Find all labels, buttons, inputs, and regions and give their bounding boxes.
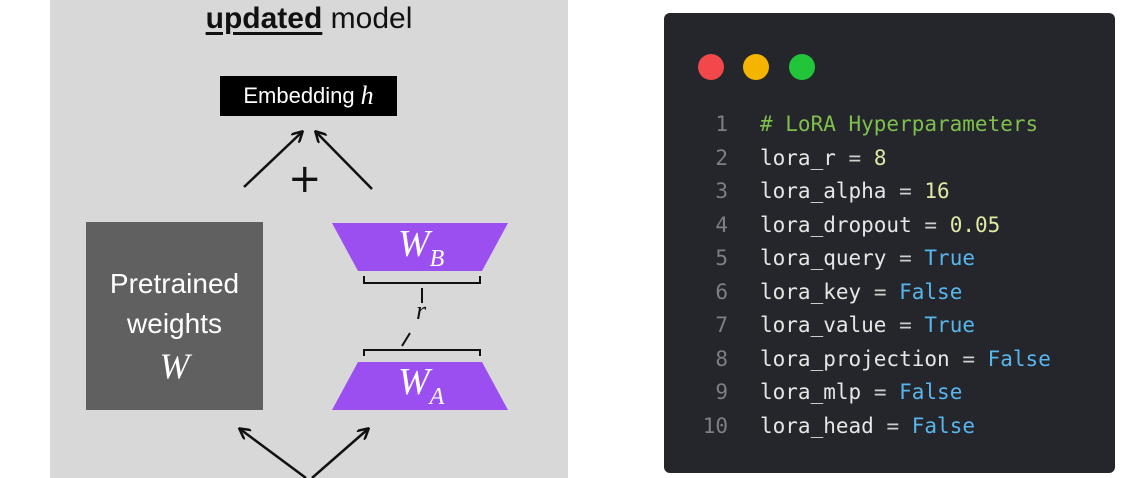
line-number: 4: [715, 212, 728, 237]
code-variable: lora_projection: [760, 346, 950, 371]
code-comment: # LoRA Hyperparameters: [760, 112, 1039, 136]
arrow-pretrained-to-embedding: [243, 132, 302, 188]
embedding-symbol: h: [360, 81, 374, 110]
line-number: 2: [715, 145, 728, 170]
wa-label: WA: [398, 361, 445, 410]
line-number: 8: [715, 346, 728, 371]
pretrained-symbol: W: [159, 346, 190, 386]
code-variable: lora_mlp: [760, 380, 862, 404]
code-line: 9 lora_mlp = False: [702, 376, 1051, 410]
line-number: 9: [715, 380, 728, 404]
code-operator: =: [873, 279, 887, 304]
code-variable: lora_query: [760, 246, 887, 270]
code-variable: lora_value: [760, 313, 887, 337]
wb-label: WB: [398, 223, 445, 272]
code-line: 3 lora_alpha = 16: [702, 175, 1051, 209]
wb-trapezoid: [332, 223, 508, 271]
wa-bracket: [363, 349, 481, 356]
pretrained-weights-box: Pretrained weights W: [86, 222, 263, 410]
code-operator: =: [886, 413, 900, 438]
code-operator: =: [899, 179, 912, 203]
code-line: 5 lora_query = True: [702, 242, 1051, 276]
code-value: False: [899, 380, 963, 404]
code-value: 16: [924, 179, 950, 203]
code-value: False: [987, 346, 1051, 371]
code-value: 8: [873, 145, 887, 170]
code-value: True: [924, 246, 975, 270]
code-block: 1 # LoRA Hyperparameters 2 lora_r = 8 3 lora_…: [702, 108, 1051, 443]
rank-label: r: [416, 296, 427, 325]
rank-connector-bottom: [401, 332, 411, 347]
wa-trapezoid: [332, 362, 508, 410]
code-operator: =: [848, 145, 862, 170]
pretrained-label-line2: weights: [127, 308, 222, 339]
line-number: 10: [702, 413, 728, 438]
code-line: 2 lora_r = 8: [702, 142, 1051, 176]
code-variable: lora_r: [760, 145, 836, 170]
line-number: 3: [715, 179, 728, 203]
code-operator: =: [962, 346, 975, 371]
code-value: False: [911, 413, 975, 438]
minimize-window-dot[interactable]: [743, 54, 769, 80]
code-line: 6 lora_key = False: [702, 276, 1051, 310]
code-variable: lora_dropout: [760, 212, 912, 237]
embedding-label: Embedding: [243, 83, 355, 108]
code-line: 1 # LoRA Hyperparameters: [702, 108, 1051, 142]
code-value: 0.05: [949, 212, 1001, 237]
code-variable: lora_head: [760, 413, 874, 438]
lora-diagram: updated model Embedding h + Pretrained w…: [50, 0, 568, 478]
line-number: 1: [715, 112, 728, 136]
code-operator: =: [924, 212, 938, 237]
embedding-box: Embedding h: [220, 76, 397, 116]
pretrained-label-line1: Pretrained: [109, 268, 240, 299]
code-value: True: [924, 313, 975, 337]
code-variable: lora_key: [760, 279, 862, 304]
line-number: 7: [715, 313, 728, 337]
line-number: 6: [715, 279, 728, 304]
code-window: 1 # LoRA Hyperparameters 2 lora_r = 8 3 lora_…: [664, 13, 1115, 473]
code-value: False: [899, 279, 963, 304]
code-operator: =: [873, 380, 887, 404]
code-operator: =: [899, 313, 912, 337]
arrow-input-to-lora: [311, 429, 368, 478]
code-line: 10 lora_head = False: [702, 410, 1051, 444]
code-variable: lora_alpha: [760, 179, 887, 203]
diagram-title: updated model: [205, 2, 413, 35]
arrow-input-to-pretrained: [240, 429, 307, 478]
code-line: 4 lora_dropout = 0.05: [702, 209, 1051, 243]
plus-sign: +: [288, 156, 322, 202]
diagram-arrows: [50, 0, 508, 478]
maximize-window-dot[interactable]: [789, 54, 815, 80]
wb-bracket: [363, 276, 481, 284]
code-line: 8 lora_projection = False: [702, 343, 1051, 377]
code-operator: =: [899, 246, 912, 270]
close-window-dot[interactable]: [698, 54, 724, 80]
line-number: 5: [715, 246, 728, 270]
arrow-lora-to-embedding: [316, 132, 373, 190]
code-line: 7 lora_value = True: [702, 309, 1051, 343]
